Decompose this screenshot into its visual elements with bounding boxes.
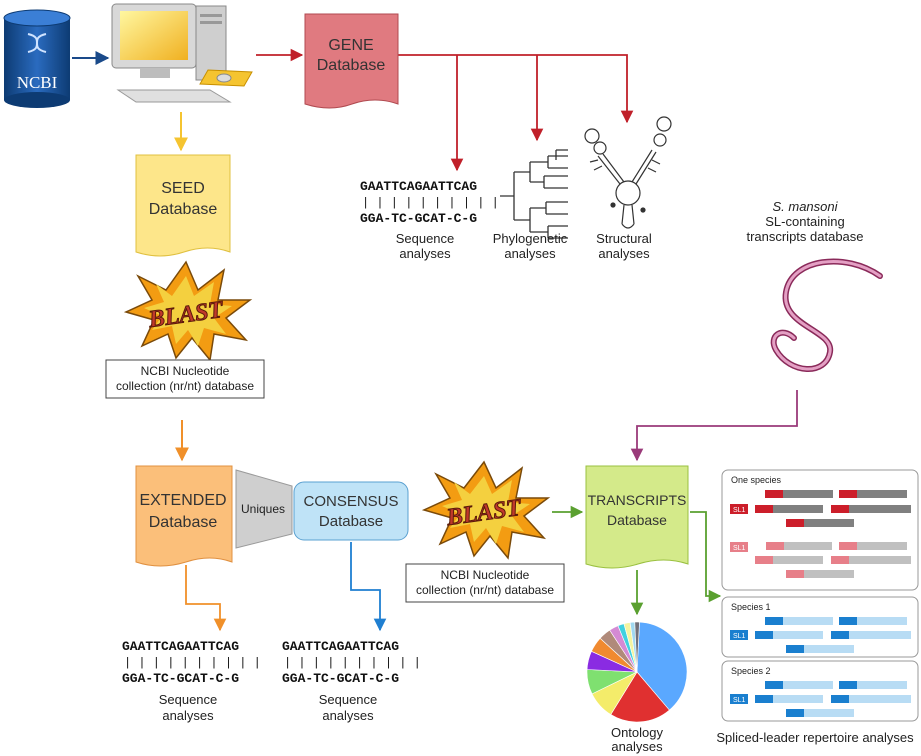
sequence-alignment-1: GAATTCAGAATTCAG | | | | | | | | | | GGA-… bbox=[360, 179, 499, 261]
smansoni-label: S. mansoni SL-containing transcripts dat… bbox=[746, 199, 863, 244]
sequence-analyses-2-line2: analyses bbox=[162, 708, 214, 723]
arrow-transcripts-to-sl bbox=[690, 511, 722, 603]
ontology-pie-chart bbox=[586, 621, 688, 723]
seed-db-line1: SEED bbox=[161, 180, 205, 197]
ncbi-label: NCBI bbox=[17, 73, 58, 92]
sequence-analyses-3-line1: Sequence bbox=[319, 692, 378, 707]
structural-analyses-line1: Structural bbox=[596, 231, 652, 246]
arrow-extended-to-sequence bbox=[185, 565, 227, 632]
extended-database: EXTENDED Database bbox=[135, 465, 233, 567]
uniques-label: Uniques bbox=[241, 502, 285, 516]
nr-nt-box-1: NCBI Nucleotide collection (nr/nt) datab… bbox=[105, 359, 265, 399]
alignment-1-bars: | | | | | | | | | | bbox=[362, 196, 499, 210]
smansoni-line3: transcripts database bbox=[746, 229, 863, 244]
ncbi-database-icon: NCBI bbox=[3, 9, 71, 108]
panel-one-species-title: One species bbox=[731, 475, 782, 485]
extended-db-line1: EXTENDED bbox=[139, 492, 226, 509]
alignment-2-bars: | | | | | | | | | | bbox=[124, 656, 261, 670]
sl-tag-b: SL1 bbox=[733, 545, 746, 552]
rna-structure-icon bbox=[584, 116, 672, 229]
sl-panel-species-2: Species 2 SL1 bbox=[721, 660, 919, 722]
structural-analyses-line2: analyses bbox=[598, 246, 650, 261]
blast-burst-icon-1: BLAST bbox=[123, 260, 253, 362]
nr-nt-1-line1: NCBI Nucleotide bbox=[141, 364, 230, 378]
gene-db-line2: Database bbox=[317, 57, 386, 74]
sl-tag-c: SL1 bbox=[733, 633, 746, 640]
arrow-smansoni-to-transcripts bbox=[630, 390, 798, 462]
nr-nt-2-line2: collection (nr/nt) database bbox=[416, 583, 554, 597]
panel-species-1-title: Species 1 bbox=[731, 602, 771, 612]
alignment-3-top: GAATTCAGAATTCAG bbox=[282, 639, 399, 654]
spliced-leader-label: Spliced-leader repertoire analyses bbox=[716, 730, 914, 745]
sequence-analyses-2-line1: Sequence bbox=[159, 692, 218, 707]
sl-panel-species-1: Species 1 SL1 bbox=[721, 596, 919, 658]
blast-burst-icon-2: BLAST bbox=[421, 460, 551, 560]
smansoni-species: S. mansoni bbox=[772, 199, 838, 214]
gene-database: GENE Database bbox=[304, 13, 399, 109]
alignment-3-bottom: GGA-TC-GCAT-C-G bbox=[282, 671, 399, 686]
consensus-db-line2: Database bbox=[319, 513, 383, 530]
sl-tag-a: SL1 bbox=[733, 507, 746, 514]
transcripts-database: TRANSCRIPTS Database bbox=[585, 465, 689, 569]
sequence-alignment-2: GAATTCAGAATTCAG | | | | | | | | | | GGA-… bbox=[122, 639, 261, 723]
transcripts-db-line2: Database bbox=[607, 512, 667, 528]
schistosoma-worm-icon bbox=[770, 258, 883, 372]
phylogenetic-analyses-line2: analyses bbox=[504, 246, 556, 261]
seed-db-line2: Database bbox=[149, 201, 218, 218]
nr-nt-1-line2: collection (nr/nt) database bbox=[116, 379, 254, 393]
pie-slice bbox=[634, 621, 640, 673]
gene-arrows bbox=[256, 48, 634, 172]
alignment-1-bottom: GGA-TC-GCAT-C-G bbox=[360, 211, 477, 226]
extended-db-line2: Database bbox=[149, 514, 218, 531]
alignment-3-bars: | | | | | | | | | | bbox=[284, 656, 421, 670]
computer-icon bbox=[111, 3, 253, 103]
sl-tag-d: SL1 bbox=[733, 697, 746, 704]
consensus-db-line1: CONSENSUS bbox=[303, 493, 398, 510]
seed-database: SEED Database bbox=[135, 154, 231, 257]
ontology-analyses-line1: Ontology bbox=[611, 725, 664, 740]
smansoni-line2: SL-containing bbox=[765, 214, 845, 229]
ontology-analyses-line2: analyses bbox=[611, 739, 663, 754]
panel-species-2-title: Species 2 bbox=[731, 666, 771, 676]
sequence-analyses-3-line2: analyses bbox=[322, 708, 374, 723]
nr-nt-box-2: NCBI Nucleotide collection (nr/nt) datab… bbox=[405, 563, 565, 603]
pie-slice bbox=[636, 621, 688, 711]
alignment-2-bottom: GGA-TC-GCAT-C-G bbox=[122, 671, 239, 686]
phylogenetic-analyses-line1: Phylogenetic bbox=[493, 231, 568, 246]
phylogenetic-tree-icon bbox=[500, 149, 568, 239]
nr-nt-2-line1: NCBI Nucleotide bbox=[441, 568, 530, 582]
sl-panel-one-species: One species SL1 SL1 bbox=[721, 469, 919, 591]
sequence-alignment-3: GAATTCAGAATTCAG | | | | | | | | | | GGA-… bbox=[282, 639, 421, 723]
sequence-analyses-1-line1: Sequence bbox=[396, 231, 455, 246]
gene-db-line1: GENE bbox=[328, 37, 373, 54]
pie-slice bbox=[610, 671, 670, 723]
sequence-analyses-1-line2: analyses bbox=[399, 246, 451, 261]
alignment-1-top: GAATTCAGAATTCAG bbox=[360, 179, 477, 194]
transcripts-db-line1: TRANSCRIPTS bbox=[588, 492, 687, 508]
arrow-consensus-to-sequence bbox=[350, 542, 387, 632]
uniques-funnel: Uniques bbox=[235, 469, 293, 549]
consensus-database: CONSENSUS Database bbox=[293, 481, 409, 541]
alignment-2-top: GAATTCAGAATTCAG bbox=[122, 639, 239, 654]
